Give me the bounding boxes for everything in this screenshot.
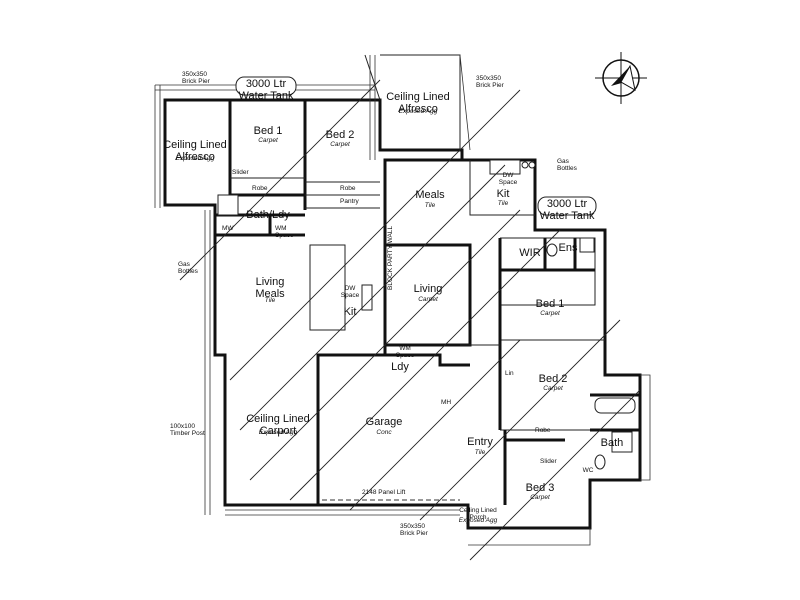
panel-lift-note: 2148 Panel Lift [362,489,406,496]
living-right-sub: Carpet [418,296,439,303]
porch-sub: Exposed Agg [459,517,498,524]
garage-title: Garage [366,416,403,428]
entry-title: Entry [467,436,493,448]
kit-right-sub: Tile [498,200,509,207]
carport-sub: Exposed Agg [259,429,298,436]
ldy-label: Ldy [391,361,409,373]
wc-label: WC [583,467,594,474]
slider-right-label: Slider [540,458,557,465]
living-right-title: Living [414,283,443,295]
mh-label: MH [441,399,451,406]
bed1-left-sub: Carpet [258,137,279,144]
party-wall-note: BLOCK PARTY WALL [387,226,394,290]
robe-right-label: Robe [535,427,551,434]
living-meals-sub: Tile [265,297,276,304]
meals-sub: Tile [425,202,436,209]
slider-label: Slider [232,169,249,176]
bed2-left-title: Bed 2 [326,129,355,141]
kit-right-title: Kit [497,188,510,200]
meals-title: Meals [415,189,445,201]
bed1-left-title: Bed 1 [254,125,283,137]
alfresco-left-sub: Exposed Agg [176,155,215,162]
bed1-right-title: Bed 1 [536,298,565,310]
ens-label: Ens [559,242,578,254]
water-tank-left [235,76,297,96]
bed2-right-sub: Carpet [543,385,564,392]
kitchen-fixtures [361,159,536,311]
bed2-left-sub: Carpet [330,141,351,148]
robe-label: Robe [252,185,268,192]
alfresco-right-sub: Exposed Agg [399,108,438,115]
pantry-label: Pantry [340,198,360,205]
bed3-title: Bed 3 [526,482,555,494]
bed1-right-sub: Carpet [540,310,561,317]
bath-right-label: Bath [601,437,624,449]
lin-label: Lin [505,370,514,377]
bath-ldy-title: Bath/Ldy [246,209,290,221]
right-unit-interior-walls [318,160,640,505]
bed3-sub: Carpet [530,494,551,501]
bath-fixtures [217,194,636,470]
boundary-hatch [154,54,651,546]
water-tank-right [537,196,597,216]
right-unit-outline [316,158,642,530]
kit-left-title: Kit [344,306,357,318]
diagonal-hatching [179,79,641,561]
bed2-right-title: Bed 2 [539,373,568,385]
entry-sub: Tile [475,449,486,456]
wir-label: WIR [519,247,540,259]
robe-label-2: Robe [340,185,356,192]
mw-label: MW [222,225,234,232]
left-unit-outline [163,54,464,507]
garage-sub: Conc [376,429,392,436]
north-arrow-icon [595,52,647,104]
